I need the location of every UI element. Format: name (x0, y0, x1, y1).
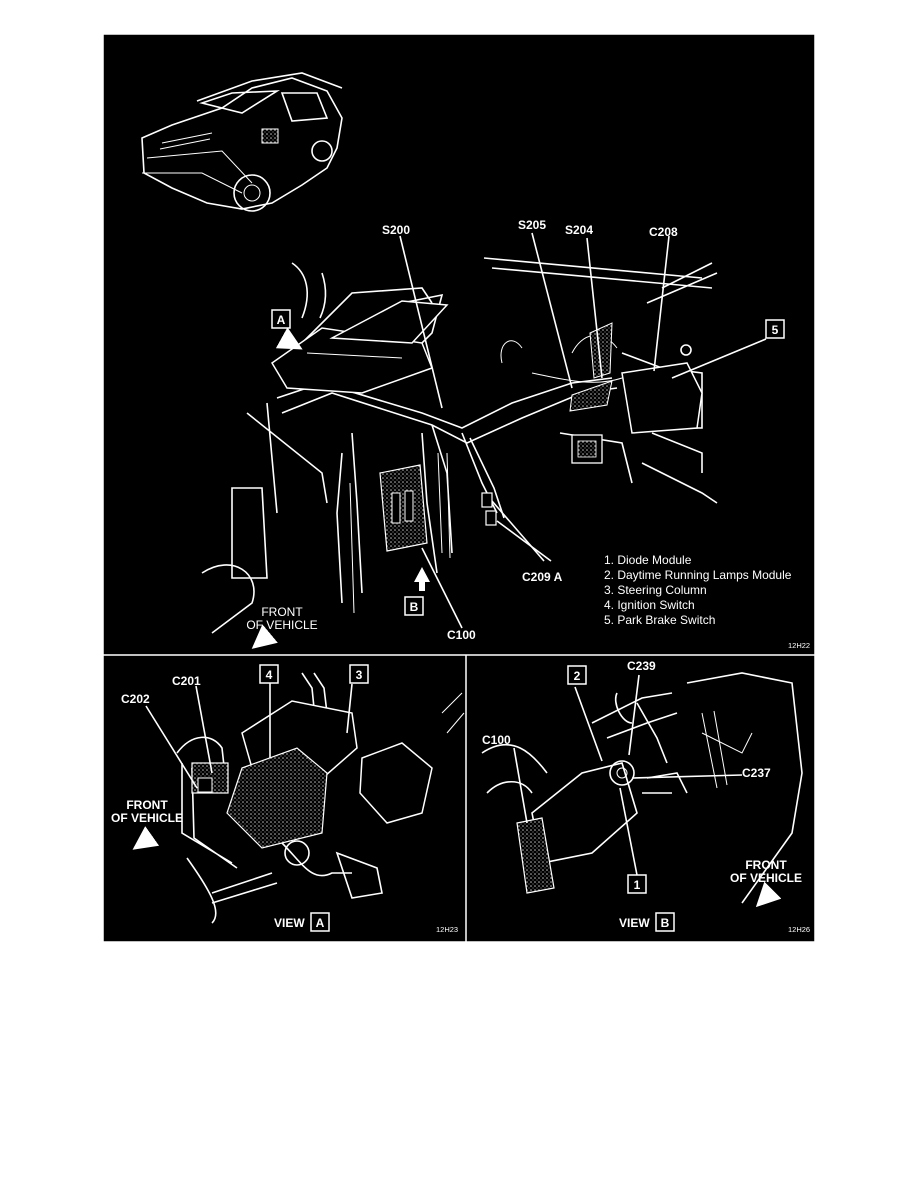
c209a-connectors (481, 492, 497, 526)
c209a-leader-1 (491, 500, 545, 562)
item-5-marker: 5 (765, 319, 785, 339)
front-arrow-view-a-icon (132, 826, 160, 850)
item-3-marker: 3 (349, 664, 369, 684)
item-2-marker-number: 2 (574, 669, 581, 683)
item-2-leader (574, 686, 603, 762)
item-3-marker-number: 3 (356, 668, 363, 682)
view-a-marker: A (271, 309, 303, 350)
diode-module-view-b (609, 760, 635, 786)
vehicle-locator-illustration (141, 72, 343, 212)
view-a-caption: VIEW A (274, 912, 330, 932)
front-of-vehicle-main-line2: OF VEHICLE (246, 618, 317, 632)
callout-s205: S205 (518, 218, 546, 232)
c202-connector (197, 777, 213, 793)
callout-s200: S200 (382, 223, 410, 237)
item-5-marker-number: 5 (772, 323, 779, 337)
c208-leader (653, 235, 670, 372)
item-4-marker: 4 (259, 664, 279, 684)
diagram-canvas: S200 S205 S204 C208 C209 A C100 A B 5 FR… (102, 33, 816, 943)
view-a-marker-letter: A (277, 313, 286, 327)
callout-c202: C202 (121, 692, 150, 706)
item-5-leader (671, 338, 767, 379)
item-1-leader (619, 787, 638, 876)
figure-code-view-b: 12H26 (788, 925, 810, 934)
front-of-vehicle-main-line1: FRONT (261, 605, 303, 619)
callout-c100: C100 (447, 628, 476, 642)
c100-connector-view-b (516, 817, 555, 894)
item-4-marker-number: 4 (266, 668, 273, 682)
front-of-vehicle-view-a: FRONT OF VEHICLE (111, 798, 183, 850)
front-of-vehicle-view-b-line1: FRONT (745, 858, 787, 872)
callout-s204: S204 (565, 223, 593, 237)
figure-code-main: 12H22 (788, 641, 810, 650)
s204-leader (586, 237, 603, 379)
front-of-vehicle-view-b-line2: OF VEHICLE (730, 871, 802, 885)
c202-leader (145, 705, 198, 789)
view-b-caption: VIEW B (619, 912, 675, 932)
callout-c100-view-b: C100 (482, 733, 511, 747)
front-arrow-view-b-icon (755, 881, 782, 908)
view-a-illustration (176, 672, 465, 924)
item-1-marker-number: 1 (634, 878, 641, 892)
callout-c208: C208 (649, 225, 678, 239)
view-b-marker: B (404, 567, 430, 616)
view-b-caption-label: VIEW (619, 916, 650, 930)
item-2-marker: 2 (567, 665, 587, 685)
wiring-diagram-figure: S200 S205 S204 C208 C209 A C100 A B 5 FR… (102, 33, 816, 943)
view-b-arrow-icon (414, 567, 430, 591)
front-of-vehicle-main: FRONT OF VEHICLE (246, 605, 318, 649)
c209a-leader-2 (496, 520, 552, 562)
front-arrow-main-icon (251, 624, 278, 649)
c237-leader (631, 774, 743, 779)
view-a-arrow-icon (275, 327, 303, 350)
park-brake-switch (621, 344, 703, 434)
c201-leader (195, 685, 213, 774)
component-legend: 1. Diode Module 2. Daytime Running Lamps… (604, 553, 792, 627)
c100-view-b-leader (513, 747, 528, 824)
front-of-vehicle-view-a-line2: OF VEHICLE (111, 811, 183, 825)
c100-leader (421, 547, 463, 629)
callout-c237: C237 (742, 766, 771, 780)
legend-item-2: 2. Daytime Running Lamps Module (604, 568, 792, 582)
callout-c209a: C209 A (522, 570, 563, 584)
s205-leader (531, 232, 573, 389)
view-b-caption-letter: B (661, 916, 670, 930)
ignition-switch-main (571, 434, 603, 464)
item-3-leader (346, 683, 353, 734)
legend-item-1: 1. Diode Module (604, 553, 692, 567)
item-1-marker: 1 (627, 874, 647, 894)
callout-c201: C201 (172, 674, 201, 688)
view-b-illustration (481, 672, 803, 904)
view-a-caption-label: VIEW (274, 916, 305, 930)
view-b-marker-letter: B (410, 600, 419, 614)
splice-s204-s205 (569, 322, 613, 412)
front-of-vehicle-view-a-line1: FRONT (126, 798, 168, 812)
figure-frame (102, 33, 816, 943)
front-of-vehicle-view-b: FRONT OF VEHICLE (730, 858, 802, 908)
legend-item-3: 3. Steering Column (604, 583, 707, 597)
callout-c239: C239 (627, 659, 656, 673)
legend-item-5: 5. Park Brake Switch (604, 613, 715, 627)
legend-item-4: 4. Ignition Switch (604, 598, 695, 612)
daytime-running-lamps-module (379, 464, 428, 552)
s200-leader (399, 235, 443, 409)
c239-leader (628, 674, 640, 756)
view-a-caption-letter: A (316, 916, 325, 930)
figure-code-view-a: 12H23 (436, 925, 458, 934)
